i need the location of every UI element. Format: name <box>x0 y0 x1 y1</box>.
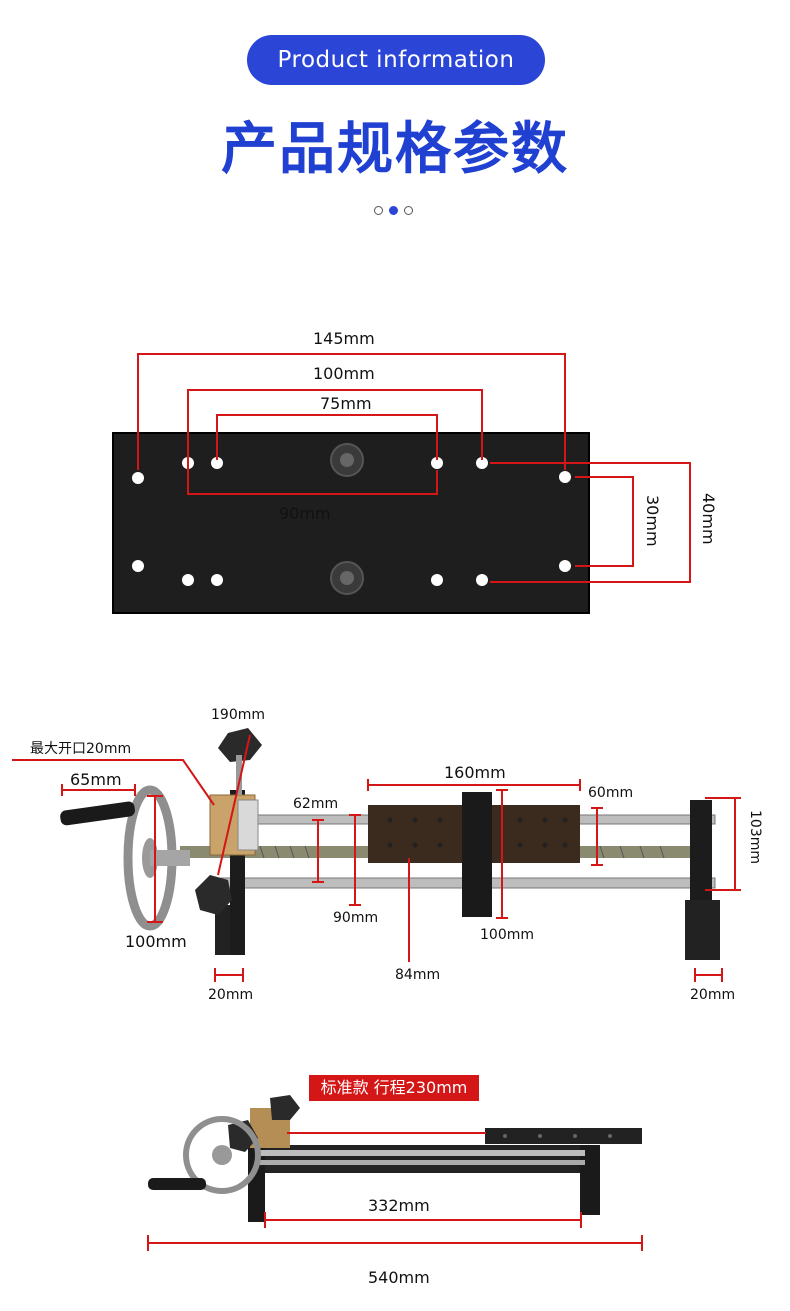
press-machine <box>60 728 720 960</box>
machine-dimension-lines <box>12 734 741 982</box>
dim-145mm-label: 145mm <box>313 329 375 348</box>
page-title: 产品规格参数 <box>221 117 569 182</box>
standard-model-stroke-tag: 标准款 行程230mm <box>309 1075 479 1101</box>
carousel-dot-icon[interactable] <box>404 206 413 215</box>
dim-60mm-label: 60mm <box>588 785 634 801</box>
dim-332mm-label: 332mm <box>368 1196 430 1215</box>
dim-84mm-label: 84mm <box>395 967 441 983</box>
dim-540mm-label: 540mm <box>368 1268 430 1287</box>
dim-20mm-left-label: 20mm <box>208 987 254 1003</box>
dim-100mm-slider-label: 100mm <box>480 927 534 943</box>
dim-90mm-height-label: 90mm <box>333 910 379 926</box>
dim-20mm-right-label: 20mm <box>690 987 736 1003</box>
carousel-indicator[interactable] <box>374 206 413 215</box>
dim-62mm-label: 62mm <box>293 796 339 812</box>
carousel-dot-icon[interactable] <box>389 206 398 215</box>
dim-40mm-label: 40mm <box>699 493 718 545</box>
dim-65mm-label: 65mm <box>70 770 122 789</box>
plate-dimension-lines <box>137 353 691 583</box>
product-information-pill: Product information <box>247 35 545 85</box>
press-side-view <box>148 1095 642 1222</box>
dim-190mm-label: 190mm <box>211 707 265 723</box>
max-opening-label: 最大开口20mm <box>30 741 132 757</box>
side-dimension-lines <box>147 1132 643 1251</box>
dim-30mm-label: 30mm <box>643 495 662 547</box>
dim-160mm-label: 160mm <box>444 763 506 782</box>
dim-75mm-label: 75mm <box>320 394 372 413</box>
mounting-plate <box>112 432 590 614</box>
dim-100mm-wheel-label: 100mm <box>125 932 187 951</box>
dim-103mm-label: 103mm <box>747 810 763 864</box>
carousel-dot-icon[interactable] <box>374 206 383 215</box>
dim-90mm-label: 90mm <box>279 504 331 523</box>
dim-100mm-label: 100mm <box>313 364 375 383</box>
